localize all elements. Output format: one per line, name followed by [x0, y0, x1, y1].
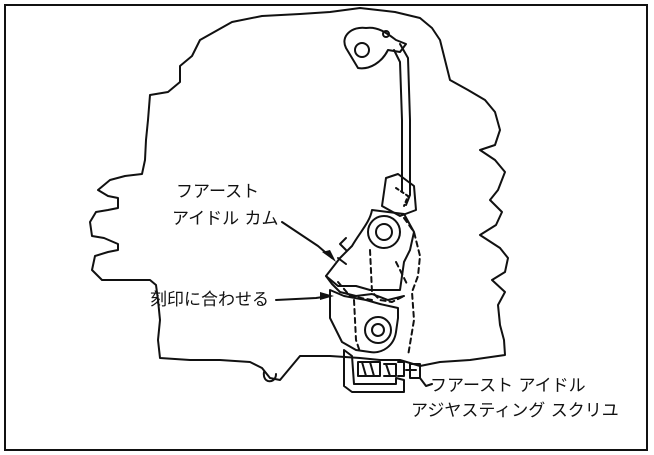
adjusting-screw-label-line2: アジヤスティング スクリユ [411, 401, 619, 421]
screw-bracket [343, 349, 405, 393]
cam-steps [325, 275, 405, 301]
dashed-alternate-position [337, 217, 421, 357]
carburetor-body-outline [89, 7, 509, 381]
top-lever [343, 26, 407, 70]
cam-pivot-outer [367, 215, 401, 249]
arrowhead-mark [320, 292, 334, 300]
lower-lever [329, 289, 399, 354]
adjusting-screw-label-line1: フアースト アイドル [430, 376, 586, 396]
cam-pivot-inner [375, 223, 393, 241]
first-idle-cam-label-line1: フアースト [176, 182, 260, 202]
bottom-loop [262, 371, 277, 383]
upper-lever [381, 173, 417, 217]
top-lever-hole [382, 30, 390, 38]
arrowhead-cam [322, 250, 336, 262]
top-lever-pivot [354, 42, 370, 58]
align-mark-label: 刻印に合わせる [150, 290, 269, 310]
lower-lever-pivot-outer [364, 316, 392, 344]
lower-lever-pivot-inner [371, 323, 385, 337]
link-rod [399, 43, 411, 206]
first-idle-cam-label-line2: アイドル カム [172, 209, 279, 229]
first-idle-cam [325, 209, 415, 291]
leader-screw [419, 377, 433, 387]
figure-frame [4, 4, 648, 451]
